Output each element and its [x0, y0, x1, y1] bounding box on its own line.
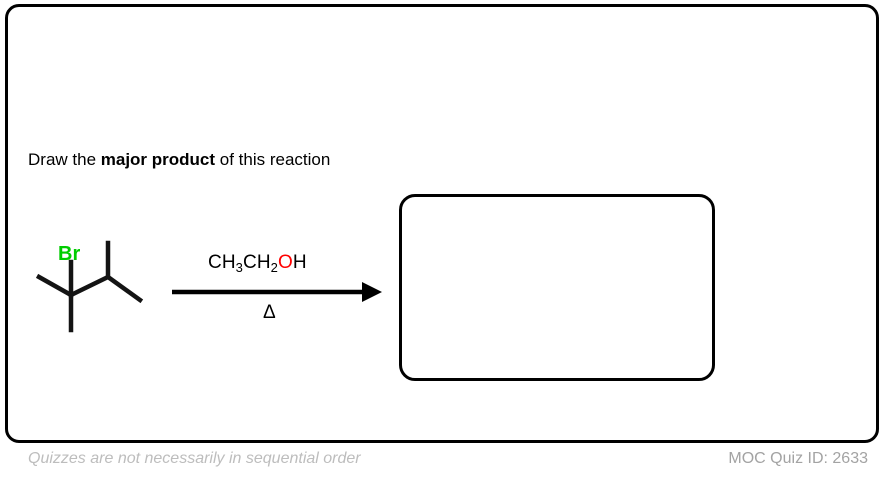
reagent-sub1: 3: [235, 260, 243, 275]
answer-drawing-box[interactable]: [399, 194, 715, 381]
prompt-prefix: Draw the: [28, 150, 101, 169]
prompt-suffix: of this reaction: [215, 150, 331, 169]
page-title: Draw the major product of this reaction: [28, 150, 330, 170]
heat-delta-symbol: Δ: [263, 302, 276, 323]
bromine-atom-label: Br: [58, 243, 81, 265]
reagent-part3: H: [292, 252, 307, 273]
oxygen-atom-label: O: [278, 252, 293, 273]
quiz-id-label: MOC Quiz ID: 2633: [728, 450, 868, 467]
reagent-part2: CH: [243, 252, 271, 273]
footer-note: Quizzes are not necessarily in sequentia…: [28, 450, 361, 467]
reagent-sub2: 2: [270, 260, 278, 275]
reagent-label-above-arrow: CH3CH2OH: [208, 252, 307, 274]
reagent-part1: CH: [208, 252, 236, 273]
prompt-emphasis: major product: [100, 150, 216, 169]
